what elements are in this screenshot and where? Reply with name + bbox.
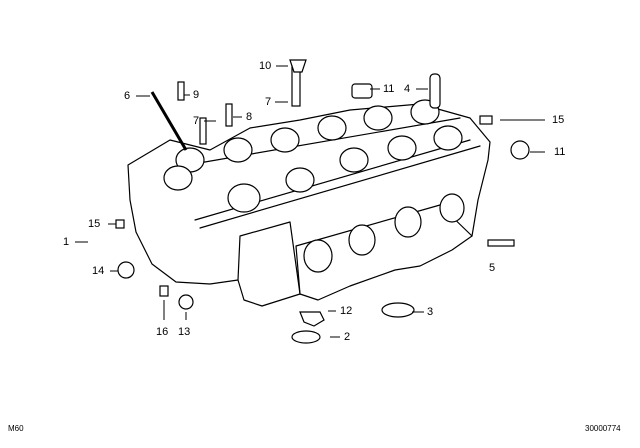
side-face bbox=[237, 221, 301, 295]
callout-11-top: 11 bbox=[383, 83, 395, 95]
nut-10 bbox=[289, 59, 307, 73]
seal-2 bbox=[291, 330, 321, 344]
pin-15-left bbox=[115, 219, 125, 229]
nut-12 bbox=[299, 311, 325, 327]
callout-11-right: 11 bbox=[554, 146, 566, 158]
seal-13 bbox=[178, 294, 194, 310]
callout-8: 8 bbox=[246, 111, 253, 123]
callout-3: 3 bbox=[427, 306, 434, 318]
callout-15-right: 15 bbox=[552, 114, 565, 126]
callout-14: 14 bbox=[92, 265, 105, 277]
corner-code-right: 30000774 bbox=[585, 424, 621, 433]
stud-15-right bbox=[479, 115, 493, 125]
stud-8 bbox=[225, 103, 233, 127]
leader-lines bbox=[75, 65, 545, 338]
stud-7-left bbox=[199, 117, 207, 145]
callout-2: 2 bbox=[344, 331, 351, 343]
stud-5 bbox=[487, 239, 515, 247]
head-body-outline bbox=[127, 103, 491, 307]
callout-4: 4 bbox=[404, 83, 411, 95]
pin-16 bbox=[159, 285, 169, 297]
cam-lobes-lower bbox=[163, 125, 463, 213]
callout-9: 9 bbox=[193, 89, 200, 101]
corner-code-left: M60 bbox=[8, 424, 24, 433]
callout-7-left: 7 bbox=[193, 115, 200, 127]
cam-rail-upper bbox=[169, 117, 461, 169]
plug-11-right bbox=[510, 140, 530, 160]
exhaust-ports bbox=[303, 193, 465, 273]
loose-parts bbox=[115, 59, 530, 344]
callout-12: 12 bbox=[340, 305, 353, 317]
cap-11-top bbox=[351, 83, 373, 99]
callout-1: 1 bbox=[63, 236, 70, 248]
callout-15-left: 15 bbox=[88, 218, 101, 230]
stud-9 bbox=[177, 81, 185, 101]
seal-3 bbox=[381, 302, 415, 318]
cam-rail-back bbox=[199, 145, 481, 229]
callout-10: 10 bbox=[259, 60, 272, 72]
callout-16: 16 bbox=[156, 326, 169, 338]
nut-14 bbox=[117, 261, 135, 279]
callout-7-top: 7 bbox=[265, 96, 272, 108]
callout-5: 5 bbox=[489, 262, 496, 274]
callout-6: 6 bbox=[124, 90, 131, 102]
bolt-6 bbox=[150, 91, 188, 151]
callout-13: 13 bbox=[178, 326, 191, 338]
guide-4 bbox=[429, 73, 441, 109]
